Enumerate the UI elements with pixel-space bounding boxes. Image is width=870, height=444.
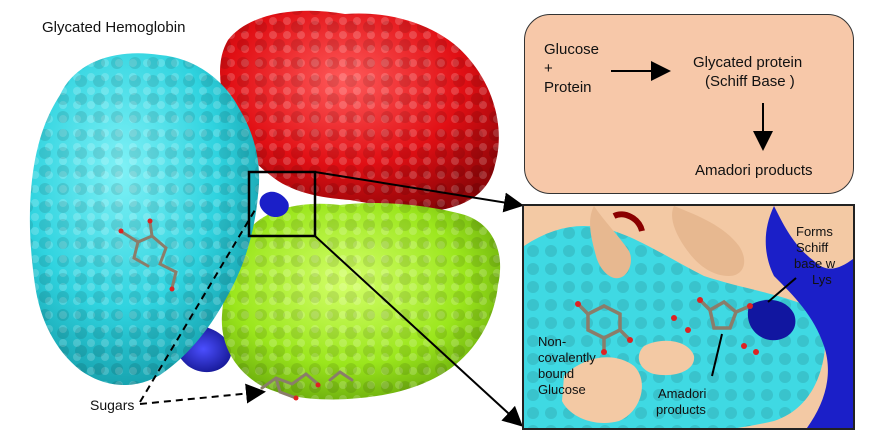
sugar-molecule-bottom: [260, 370, 354, 401]
closeup-inset: Forms Schiff base w Lys Non- covalently …: [522, 204, 855, 430]
reactant-glucose: Glucose: [544, 41, 600, 58]
plus-sign: +: [544, 60, 553, 77]
reaction-panel: Glucose + Protein Glycated protein (Schi…: [524, 14, 854, 194]
sugar-molecule-cyan: [118, 218, 178, 292]
zoom-line-top: [314, 171, 524, 213]
reactant-protein: Protein: [544, 79, 592, 96]
schiff-label-line3: base w: [794, 256, 836, 271]
product-schiff-base: (Schiff Base ): [705, 73, 795, 90]
schiff-label-line4: Lys: [812, 272, 832, 287]
amadori-label-line1: Amadori: [658, 386, 707, 401]
amadori-label-line2: products: [656, 402, 706, 417]
figure-title: Glycated Hemoglobin: [42, 19, 186, 36]
zoom-line-bottom: [314, 235, 523, 427]
final-amadori-products: Amadori products: [695, 162, 813, 179]
glucose-label-line3: bound: [538, 366, 575, 381]
zoom-box: [247, 170, 317, 238]
schiff-label-line1: Forms: [796, 224, 833, 239]
sugar-pointer-2: [139, 383, 266, 405]
glucose-label-line1: Non-: [538, 334, 567, 349]
closeup-surface: [524, 206, 853, 428]
sugar-pointer-1: [139, 209, 256, 403]
glucose-label-line4: Glucose: [538, 382, 586, 397]
reaction-arrows: [611, 61, 773, 151]
sugars-label: Sugars: [90, 397, 135, 413]
product-glycated-protein: Glycated protein: [693, 54, 803, 71]
glucose-label-line2: covalently: [538, 350, 596, 365]
schiff-label-line2: Schiff: [796, 240, 829, 255]
amadori-pointer: [711, 333, 723, 377]
schiff-pointer: [767, 277, 797, 303]
